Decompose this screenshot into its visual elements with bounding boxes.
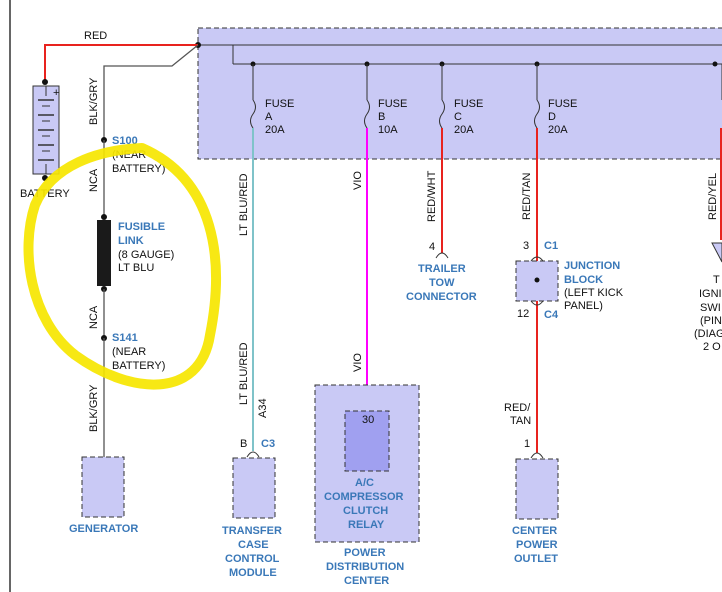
fusible-link-line1: FUSIBLE — [118, 221, 165, 233]
splice-s100-line2: BATTERY) — [112, 163, 165, 175]
outlet-line1: CENTER — [512, 525, 557, 537]
wire-blk-gry-upper — [103, 44, 199, 140]
wire-label-nca-top: NCA — [88, 168, 100, 192]
fuse-d-id: D — [548, 111, 556, 123]
relay-line3: CLUTCH — [343, 505, 388, 517]
wire-label-lt-blu-red-top: LT BLU/RED — [238, 173, 250, 236]
power-distribution-center-top-box — [197, 27, 722, 160]
transfer-case-line1: TRANSFER — [222, 525, 282, 537]
fuse-a-name: FUSE — [265, 98, 294, 110]
junction-line3: (LEFT KICK — [564, 287, 624, 299]
right-partial-line3: SWI — [700, 302, 721, 314]
wire-label-nca-bottom: NCA — [88, 305, 100, 329]
wire-label-vio-top: VIO — [352, 171, 364, 190]
trailer-pin: 4 — [429, 241, 435, 253]
transfer-case-box — [232, 457, 276, 519]
fuse-b-id: B — [378, 111, 385, 123]
generator-label: GENERATOR — [69, 523, 138, 535]
junction-pin-bottom: 12 — [517, 308, 529, 320]
wire-label-blk-gry-bottom: BLK/GRY — [88, 384, 100, 432]
right-partial-line4: (PIN — [700, 315, 722, 327]
wire-red-battery — [44, 44, 198, 82]
splice-s141-id: S141 — [112, 332, 138, 344]
generator-box — [81, 456, 125, 518]
wire-label-red-tan-top: RED/TAN — [521, 172, 533, 220]
fuse-c-name: FUSE — [454, 98, 483, 110]
fusible-link-line2: LINK — [118, 235, 144, 247]
fuse-b-name: FUSE — [378, 98, 407, 110]
fuse-b-rating: 10A — [378, 124, 398, 136]
wire-label-red: RED — [84, 30, 107, 42]
trailer-line3: CONNECTOR — [406, 291, 477, 303]
battery-plus: + — [53, 87, 59, 99]
transfer-case-pin: B — [240, 438, 247, 450]
trailer-line2: TOW — [429, 277, 455, 289]
transfer-case-line4: MODULE — [229, 567, 277, 579]
ignition-switch-symbol — [711, 242, 722, 263]
trailer-line1: TRAILER — [418, 263, 466, 275]
fuse-c-rating: 20A — [454, 124, 474, 136]
fuse-b-symbol — [364, 99, 370, 129]
wire-label-red-tan-bottom-1: RED/ — [504, 402, 531, 414]
fusible-link-line3: (8 GAUGE) — [118, 249, 174, 261]
junction-c1-symbol — [530, 256, 544, 262]
outlet-box — [515, 458, 559, 520]
right-partial-line2: IGNI — [699, 288, 722, 300]
wire-label-red-wht: RED/WHT — [426, 170, 438, 222]
relay-line4: RELAY — [348, 519, 385, 531]
outlet-pin: 1 — [524, 438, 530, 450]
wire-label-blk-gry-top: BLK/GRY — [88, 77, 100, 125]
right-partial-line5: (DIAG — [694, 328, 722, 340]
junction-conn-bottom: C4 — [544, 309, 559, 321]
fusible-link-top-dot — [101, 214, 107, 220]
fuse-c-symbol — [439, 99, 445, 129]
junction-pin-top: 3 — [523, 240, 529, 252]
fuse-a-id: A — [265, 111, 273, 123]
fuse-d-name: FUSE — [548, 98, 577, 110]
pdc-line1: POWER — [344, 547, 386, 559]
pdc-line3: CENTER — [344, 575, 389, 587]
splice-s141-line1: (NEAR — [112, 346, 146, 358]
outlet-line2: POWER — [516, 539, 558, 551]
pdc-line2: DISTRIBUTION — [326, 561, 404, 573]
junction-conn-top: C1 — [544, 240, 558, 252]
outlet-connector-symbol — [530, 452, 544, 459]
transfer-case-line3: CONTROL — [225, 553, 280, 565]
battery-positive-terminal — [42, 79, 48, 85]
fuse-d-rating: 20A — [548, 124, 568, 136]
transfer-case-conn: C3 — [261, 438, 275, 450]
fusible-link-line4: LT BLU — [118, 262, 154, 274]
right-partial-line1: T — [713, 274, 720, 286]
wire-label-red-tan-bottom-2: TAN — [510, 415, 531, 427]
highlight-circle — [23, 143, 221, 390]
bus-node-e — [712, 61, 718, 67]
wire-label-vio-bottom: VIO — [352, 353, 364, 372]
fusible-link-body — [97, 220, 111, 286]
relay-pin: 30 — [362, 414, 374, 426]
fuse-d-symbol — [534, 99, 540, 129]
junction-block-dot — [534, 277, 540, 283]
wire-label-a34: A34 — [257, 398, 269, 418]
fuse-c-id: C — [454, 111, 462, 123]
fuse-a-rating: 20A — [265, 124, 285, 136]
fuse-a-symbol — [250, 99, 256, 129]
splice-s141-line2: BATTERY) — [112, 360, 165, 372]
outlet-line3: OUTLET — [514, 553, 558, 565]
transfer-case-line2: CASE — [238, 539, 269, 551]
right-partial-line6: 2 O — [703, 341, 721, 353]
relay-line1: A/C — [355, 477, 374, 489]
wire-label-red-yel: RED/YEL — [707, 173, 719, 220]
wire-label-lt-blu-red-bottom: LT BLU/RED — [238, 342, 250, 405]
junction-line1: JUNCTION — [564, 260, 620, 272]
battery-icon — [32, 85, 60, 175]
trailer-connector-symbol — [435, 252, 449, 259]
junction-line2: BLOCK — [564, 274, 603, 286]
connector-c3-symbol — [246, 451, 260, 458]
relay-box — [344, 410, 390, 472]
junction-line4: PANEL) — [564, 300, 603, 312]
junction-c4-symbol — [530, 300, 544, 306]
relay-line2: COMPRESSOR — [324, 491, 404, 503]
